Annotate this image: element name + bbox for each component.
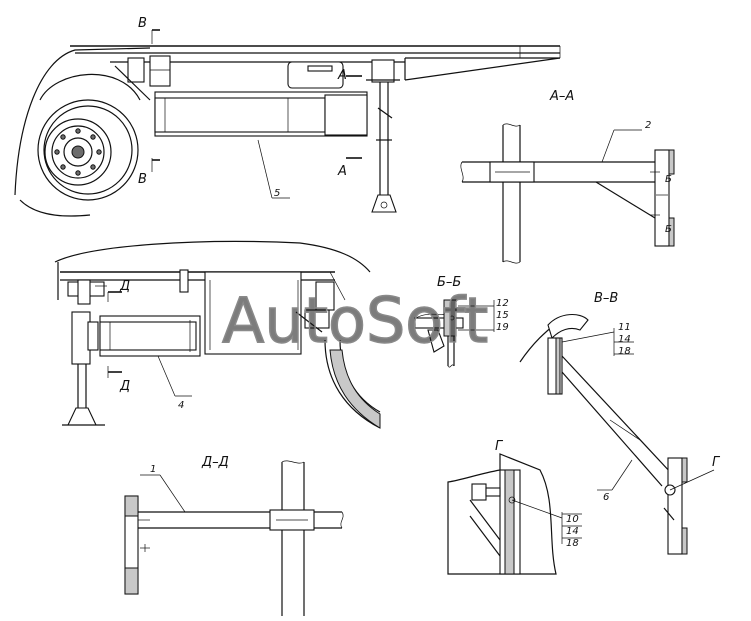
position-label-12: 12 xyxy=(496,298,509,309)
cut-mark-v-bottom: В xyxy=(138,172,147,187)
view-section-dd xyxy=(124,460,344,616)
detail-label-g: Г xyxy=(495,439,504,454)
wheel-bolts xyxy=(54,128,102,176)
view-side-lower xyxy=(54,240,381,429)
cut-mark-a-bottom: А xyxy=(337,164,347,179)
position-label-15: 15 xyxy=(496,310,509,321)
view-section-vv xyxy=(519,314,715,555)
view-detail-g xyxy=(447,453,582,575)
section-label-vv: В–В xyxy=(594,291,618,306)
view-section-bb xyxy=(414,299,495,368)
position-label-5: 5 xyxy=(274,188,280,199)
section-label-dd: Д–Д xyxy=(201,455,229,470)
position-label-11: 11 xyxy=(618,322,631,333)
position-label-10: 10 xyxy=(566,514,579,525)
position-label-6: 6 xyxy=(603,492,609,503)
cut-mark-v-top: В xyxy=(138,16,147,31)
cut-mark-d-top: Д xyxy=(119,279,130,294)
cut-mark-b-aa-2: Б xyxy=(665,224,672,235)
position-label-19: 19 xyxy=(496,322,509,333)
position-label-2: 2 xyxy=(645,120,651,131)
cut-mark-b-aa-1: Б xyxy=(665,174,672,185)
position-label-14-g: 14 xyxy=(566,526,579,537)
view-side-top xyxy=(14,29,561,217)
watermark-text: AutoSoft xyxy=(222,284,488,357)
section-label-aa: А–А xyxy=(549,89,574,104)
view-section-aa xyxy=(460,123,675,264)
position-label-18-g: 18 xyxy=(566,538,579,549)
position-label-14-vv: 14 xyxy=(618,334,631,345)
cut-mark-a-top: А xyxy=(337,68,347,83)
callout-mark-g: Г xyxy=(712,455,721,470)
section-label-bb: Б–Б xyxy=(437,275,461,290)
position-label-18-vv: 18 xyxy=(618,346,631,357)
position-label-4: 4 xyxy=(178,400,184,411)
cut-mark-d-bottom: Д xyxy=(119,379,130,394)
position-label-1: 1 xyxy=(150,464,156,475)
